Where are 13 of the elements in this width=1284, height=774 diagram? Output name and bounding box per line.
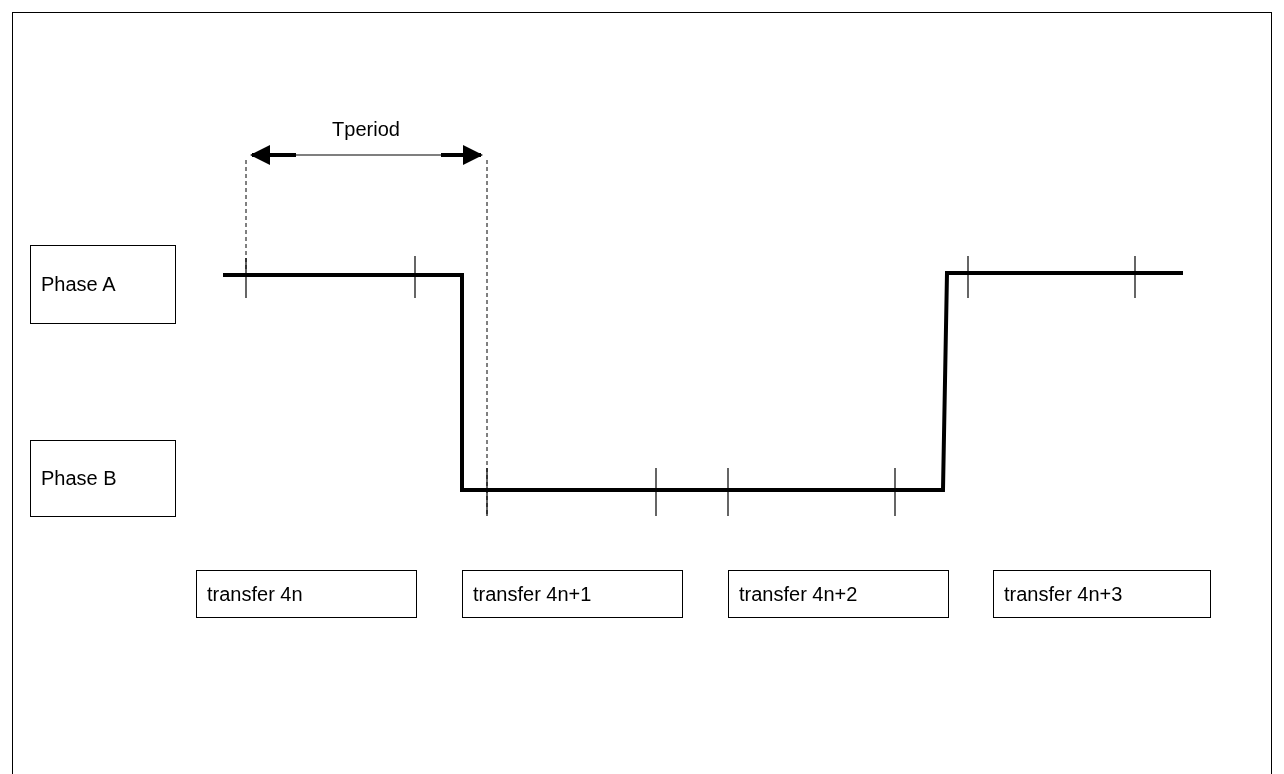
node-label: transfer 4n <box>206 582 303 606</box>
phase-box <box>30 245 176 324</box>
dimension-label: Tperiod <box>332 118 400 141</box>
node-label: Phase A <box>40 273 116 296</box>
node-label: Phase B <box>40 467 117 490</box>
transfer-box <box>462 570 683 618</box>
transfer-box <box>728 570 949 618</box>
node-label: transfer 4n+3 <box>1003 582 1123 606</box>
transfer-box <box>993 570 1211 618</box>
node-label: transfer 4n+1 <box>472 582 592 606</box>
transfer-box <box>196 570 417 618</box>
node-label: transfer 4n+2 <box>738 582 858 606</box>
phase-box <box>30 440 176 517</box>
